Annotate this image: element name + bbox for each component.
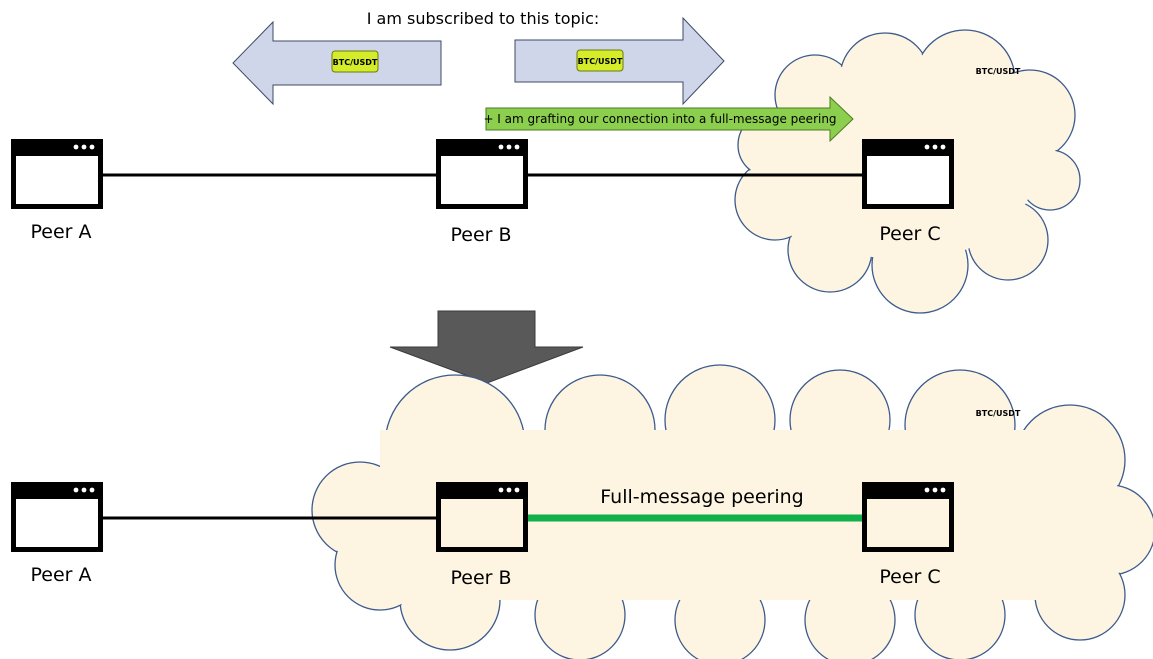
topic-badge-left-text: BTC/USDT bbox=[333, 58, 378, 67]
transition-down-arrow bbox=[389, 310, 584, 384]
top-peer-c-label: Peer C bbox=[879, 223, 940, 245]
top-peer-a-label: Peer A bbox=[30, 221, 91, 243]
top-peer-c-window-icon bbox=[862, 139, 954, 209]
topic-badge-right bbox=[576, 49, 624, 72]
bottom-peer-b-window-icon bbox=[436, 482, 528, 552]
subscription-arrow-left: BTC/USDT bbox=[232, 20, 442, 106]
bottom-cloud-topic-label: BTC/USDT bbox=[976, 409, 1021, 418]
top-peer-b-window-icon bbox=[436, 139, 528, 209]
top-peer-b-label: Peer B bbox=[450, 224, 511, 246]
bottom-peer-c-window-icon bbox=[862, 482, 954, 552]
full-message-peering-label: Full-message peering bbox=[600, 486, 803, 508]
graft-message-text: + I am grafting our connection into a fu… bbox=[483, 112, 836, 126]
bottom-peer-a-window-icon bbox=[11, 482, 103, 552]
graft-arrow: + I am grafting our connection into a fu… bbox=[483, 95, 854, 143]
bottom-peer-c-label: Peer C bbox=[879, 566, 940, 588]
subscription-arrow-right: BTC/USDT bbox=[514, 16, 725, 106]
bottom-peer-a-label: Peer A bbox=[30, 564, 91, 586]
top-peer-a-window-icon bbox=[11, 139, 103, 209]
subscribed-header-text: I am subscribed to this topic: bbox=[367, 9, 600, 28]
topic-badge-right-text: BTC/USDT bbox=[578, 57, 623, 66]
topic-badge-left bbox=[331, 50, 379, 73]
top-cloud-topic-label: BTC/USDT bbox=[976, 67, 1021, 76]
bottom-peer-b-label: Peer B bbox=[450, 567, 511, 589]
